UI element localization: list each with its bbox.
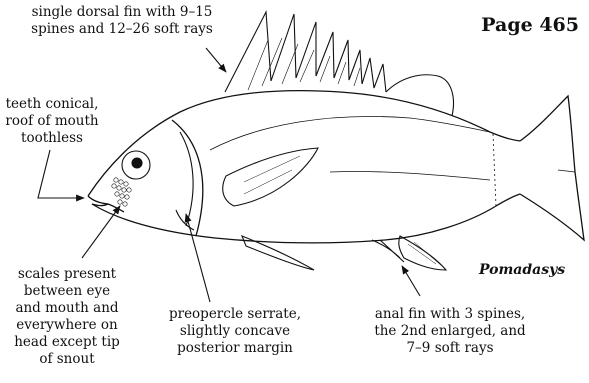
fish-body — [88, 91, 584, 243]
genus-label: Pomadasys — [479, 262, 565, 278]
teeth-arrow — [38, 150, 84, 198]
pectoral-fin — [223, 148, 318, 206]
body-lines — [210, 116, 490, 180]
anal-fin-arrow — [402, 266, 420, 296]
scales-label: scales present between eye and mouth and… — [2, 266, 132, 368]
preopercle-label: preopercle serrate, slightly concave pos… — [160, 306, 310, 357]
cheek-scales — [112, 178, 131, 206]
fish-head — [122, 120, 203, 236]
dorsal-fin — [225, 12, 453, 116]
anal-fin-label: anal fin with 3 spines, the 2nd enlarged… — [355, 306, 545, 357]
teeth-label: teeth conical, roof of mouth toothless — [2, 96, 102, 147]
page-label: Page 465 — [481, 14, 579, 36]
dorsal-fin-arrow — [206, 48, 226, 72]
scales-arrow — [82, 206, 120, 258]
anal-fin — [372, 236, 446, 270]
dorsal-fin-label: single dorsal fin with 9–15 spines and 1… — [2, 4, 242, 38]
